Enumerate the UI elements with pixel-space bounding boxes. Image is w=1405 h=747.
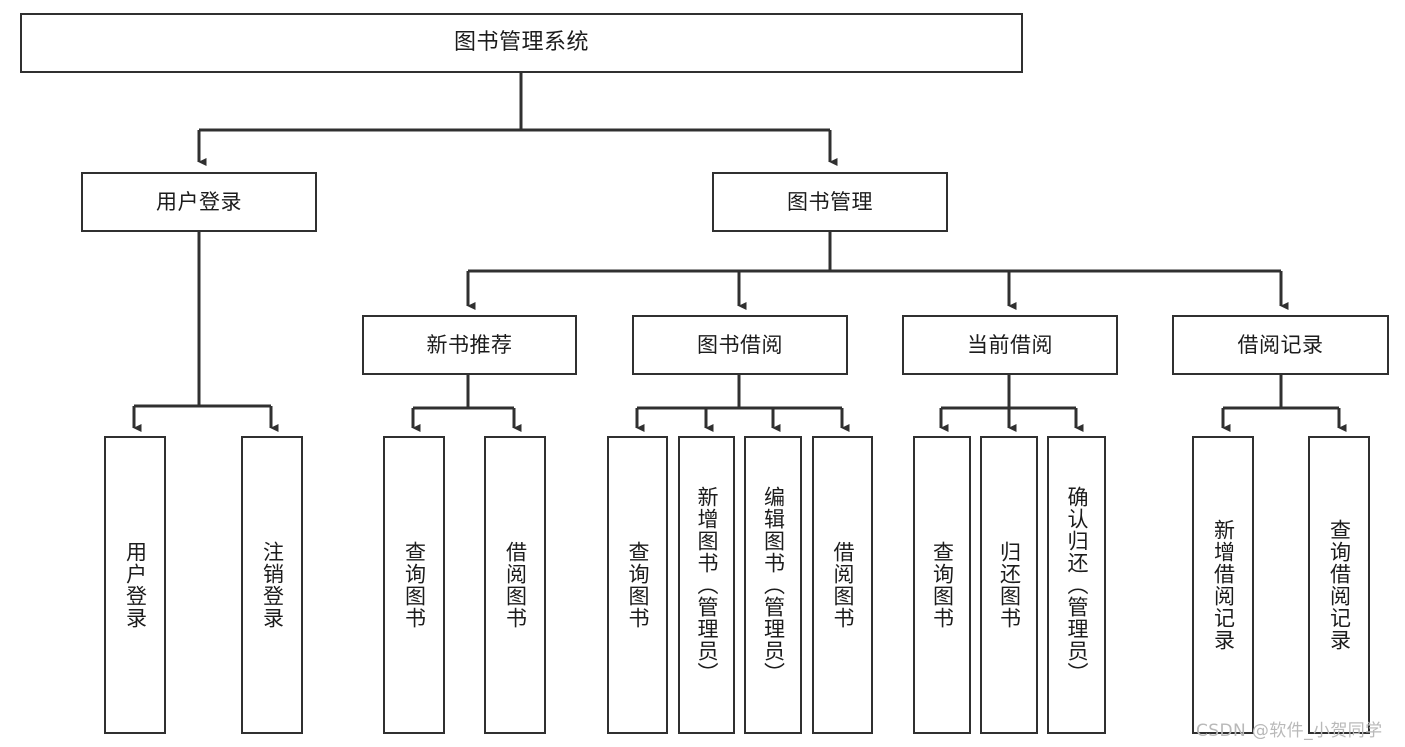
node-leaf-add-borrow-record[interactable]: 新增借阅记录 [1192,436,1254,734]
node-leaf-borrow-book-recommend[interactable]: 借阅图书 [484,436,546,734]
node-label: 查询图书 [402,541,427,629]
node-label: 当前借阅 [967,332,1053,357]
node-label: 用户登录 [156,189,242,214]
node-label: 借阅图书 [503,541,528,629]
node-leaf-query-book-borrow[interactable]: 查询图书 [607,436,668,734]
node-label: 归还图书 [997,541,1022,629]
node-user-login[interactable]: 用户登录 [81,172,317,232]
node-label: 新增借阅记录 [1211,519,1236,651]
node-label: 借阅记录 [1237,332,1324,357]
csdn-watermark: CSDN @软件_小贺同学 [1196,721,1383,741]
node-book-management[interactable]: 图书管理 [712,172,948,232]
node-leaf-user-login[interactable]: 用户登录 [104,436,166,734]
node-leaf-logout[interactable]: 注销登录 [241,436,303,734]
node-label: 查询图书 [930,541,955,629]
node-label: 注销登录 [260,541,285,629]
node-label: 图书管理 [787,189,873,214]
node-leaf-edit-book-admin[interactable]: 编辑图书（管理员） [744,436,802,734]
node-label: 借阅图书 [830,541,855,629]
node-label: 新书推荐 [426,332,513,357]
node-leaf-query-borrow-record[interactable]: 查询借阅记录 [1308,436,1370,734]
node-leaf-confirm-return-admin[interactable]: 确认归还（管理员） [1047,436,1106,734]
node-book-borrow[interactable]: 图书借阅 [632,315,848,375]
node-label: 确认归还（管理员） [1064,486,1089,684]
node-new-book-recommend[interactable]: 新书推荐 [362,315,577,375]
node-label: 编辑图书（管理员） [761,486,786,684]
node-leaf-query-book-current[interactable]: 查询图书 [913,436,971,734]
node-label: 图书借阅 [697,332,783,357]
node-borrow-record[interactable]: 借阅记录 [1172,315,1389,375]
node-label: 图书管理系统 [453,30,589,56]
node-label: 用户登录 [123,541,148,629]
node-root-system[interactable]: 图书管理系统 [20,13,1023,73]
node-leaf-borrow-book[interactable]: 借阅图书 [812,436,873,734]
node-leaf-add-book-admin[interactable]: 新增图书（管理员） [678,436,735,734]
node-label: 新增图书（管理员） [694,486,719,684]
node-leaf-query-book-recommend[interactable]: 查询图书 [383,436,445,734]
node-leaf-return-book[interactable]: 归还图书 [980,436,1038,734]
node-current-borrow[interactable]: 当前借阅 [902,315,1118,375]
node-label: 查询借阅记录 [1327,519,1352,651]
node-label: 查询图书 [625,541,650,629]
